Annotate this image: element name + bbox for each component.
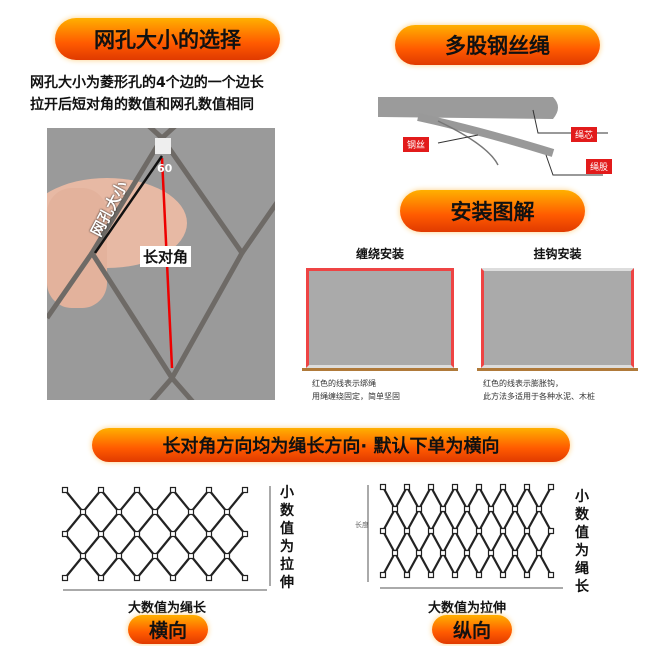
wrap-install-panel: 缠绕安装 红色的线表示绑绳 用绳缠绕固定，简单坚固	[300, 245, 460, 410]
wrap-note-1: 红色的线表示绑绳	[312, 379, 376, 388]
vertical-label: 纵向	[432, 615, 512, 644]
rope-title: 多股钢丝绳	[395, 25, 600, 65]
rope-diagram: 绳芯 钢丝 绳股	[378, 85, 638, 185]
horizontal-mesh-diagram	[61, 486, 271, 591]
wrap-note-2: 用绳缠绕固定，简单坚固	[312, 392, 400, 401]
mesh-photo: 网孔大小 长对角 60	[47, 128, 275, 400]
mesh-size-title: 网孔大小的选择	[55, 18, 280, 60]
horizontal-bottom-label: 大数值为绳长	[128, 601, 207, 616]
mesh-size-desc-1: 网孔大小为菱形孔的4个边的一个边长	[30, 75, 264, 91]
vertical-side-label: 小数值为绳长	[575, 489, 589, 595]
rope-drawing	[378, 97, 608, 176]
direction-banner: 长对角方向均为绳长方向· 默认下单为横向	[92, 428, 570, 462]
mesh-size-desc-2: 拉开后短对角的数值和网孔数值相同	[30, 97, 254, 113]
mesh-photo-drawing	[47, 128, 275, 400]
hook-note-1: 红色的线表示膨胀钩，	[483, 379, 563, 388]
hook-install-title: 挂钩安装	[533, 247, 582, 261]
vertical-left-label: 长度	[355, 521, 369, 529]
wrap-install-title: 缠绕安装	[355, 247, 404, 261]
hook-install-image	[481, 268, 634, 368]
label-core: 绳芯	[571, 127, 598, 142]
label-strand: 绳股	[586, 159, 613, 174]
vertical-bottom-label: 大数值为拉伸	[428, 601, 507, 616]
horizontal-label: 横向	[128, 615, 208, 644]
label-wire: 钢丝	[403, 137, 430, 152]
horizontal-side-label: 小数值为拉伸	[280, 485, 294, 591]
angle-label: 60	[157, 162, 173, 175]
hook-install-panel: 挂钩安装 红色的线表示膨胀钩， 此方法多适用于各种水泥、木桩	[475, 245, 640, 410]
hook-note-2: 此方法多适用于各种水泥、木桩	[483, 392, 595, 401]
vertical-mesh-diagram	[367, 483, 563, 589]
long-diagonal-label: 长对角	[140, 246, 192, 267]
wrap-install-image	[306, 268, 454, 368]
install-title: 安装图解	[400, 190, 585, 232]
